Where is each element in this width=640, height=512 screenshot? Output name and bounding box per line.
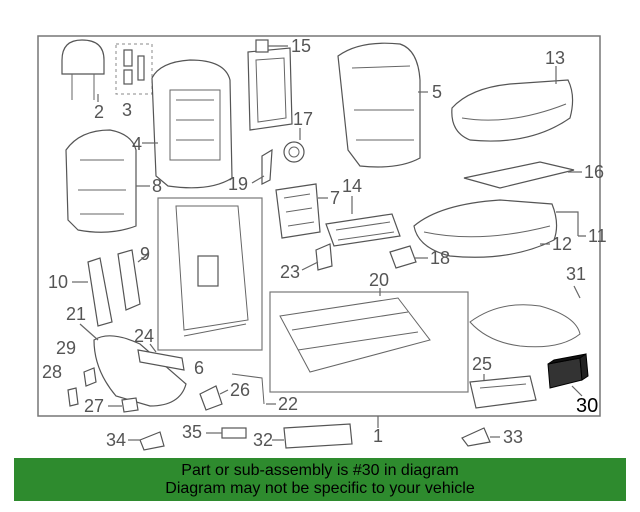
callout-29: 29: [56, 338, 76, 358]
callout-9: 9: [140, 244, 150, 264]
rod-22-part: [231, 373, 265, 405]
headrest-part: [61, 39, 105, 100]
callout-5: 5: [432, 82, 442, 102]
callout-34: 34: [106, 430, 126, 450]
callout-10: 10: [48, 272, 68, 292]
cushion-frame-part: [413, 199, 558, 258]
bracket-19-part: [261, 148, 273, 185]
frame-box-20: [269, 291, 469, 393]
pad-16-part: [463, 161, 575, 189]
part-26: [199, 385, 223, 411]
harness-31-part: [469, 304, 581, 348]
callout-32: 32: [253, 430, 273, 450]
seat-frame-20-part: [279, 297, 431, 373]
callout-24: 24: [134, 326, 154, 346]
callout-30-highlighted: 30: [576, 395, 598, 417]
callout-21: 21: [66, 304, 86, 324]
side-panel-10-part: [87, 257, 113, 327]
banner-line-1: Part or sub-assembly is #30 in diagram: [181, 461, 459, 479]
callout-8: 8: [152, 176, 162, 196]
callout-35: 35: [182, 422, 202, 442]
callout-31: 31: [566, 264, 586, 284]
callout-23: 23: [280, 262, 300, 282]
part-33: [461, 427, 491, 447]
back-panel-part: [247, 39, 293, 131]
part-35: [221, 427, 247, 439]
bracket-25-part: [469, 375, 537, 409]
callout-6: 6: [194, 358, 204, 378]
callout-14: 14: [342, 176, 362, 196]
callout-28: 28: [42, 362, 62, 382]
trim-24-part: [137, 349, 185, 371]
callout-15: 15: [291, 36, 311, 56]
callout-13: 13: [545, 48, 565, 68]
callout-11: 11: [588, 226, 607, 246]
callout-12: 12: [552, 234, 572, 254]
info-banner: Part or sub-assembly is #30 in diagram D…: [14, 458, 626, 501]
callout-27: 27: [84, 396, 104, 416]
callout-20: 20: [369, 270, 389, 290]
part-27: [121, 397, 139, 413]
callout-33: 33: [503, 427, 523, 447]
callout-1: 1: [373, 426, 383, 446]
part-23: [315, 243, 333, 271]
side-trim-21-part: [93, 335, 187, 407]
callout-19: 19: [228, 174, 248, 194]
part-18: [389, 245, 417, 269]
banner-line-2: Diagram may not be specific to your vehi…: [165, 479, 475, 497]
side-panel-9-part: [117, 249, 141, 311]
back-frame-6-part: [175, 205, 249, 337]
callout-3: 3: [122, 100, 132, 120]
part-28: [67, 387, 79, 407]
headrest-guides-part: [115, 43, 153, 95]
seat-back-part: [151, 59, 233, 189]
callout-26: 26: [230, 380, 250, 400]
frame-box-6: [157, 197, 263, 351]
assembly-frame: [37, 35, 601, 417]
callout-2: 2: [94, 102, 104, 122]
callout-18: 18: [430, 248, 450, 268]
callout-22: 22: [278, 394, 298, 414]
callout-17: 17: [293, 109, 313, 129]
back-frame-part: [65, 129, 137, 233]
trim-32-part: [283, 423, 353, 449]
callout-7: 7: [330, 188, 340, 208]
knob-29-part: [83, 367, 97, 387]
callout-4: 4: [132, 134, 142, 154]
part-34: [139, 431, 165, 451]
cushion-cover-part: [451, 79, 574, 142]
callout-25: 25: [472, 354, 492, 374]
recliner-mechanism-part: [275, 183, 321, 239]
back-cover-part: [337, 42, 421, 168]
recliner-motor-part: [283, 141, 305, 163]
callout-16: 16: [584, 162, 604, 182]
module-30-part: [547, 353, 589, 389]
track-14-part: [325, 213, 401, 247]
